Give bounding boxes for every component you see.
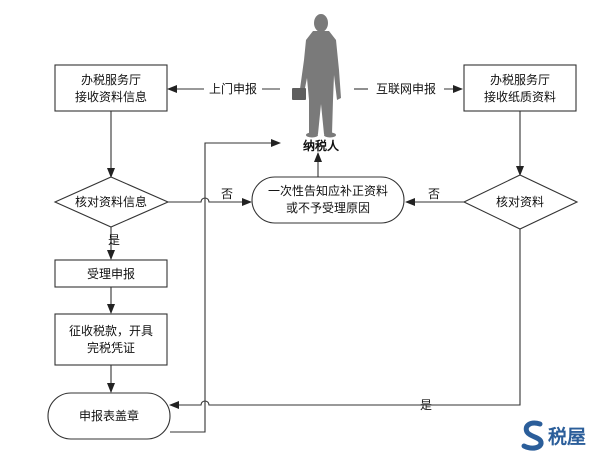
edge-label-online: 互联网申报 [376,81,436,96]
edge-label-onsite: 上门申报 [209,81,257,96]
node-office-receive-info-line1: 办税服务厅 [81,72,141,87]
node-notify-reject-line2: 或不予受理原因 [286,201,370,215]
edge-label-no-right: 否 [428,187,440,201]
brand-name: 税屋 [548,425,586,448]
node-stamp-label: 申报表盖章 [79,408,139,423]
node-notify-reject: 一次性告知应补正资料 或不予受理原因 [251,176,405,224]
node-taxpayer-label: 纳税人 [303,138,340,153]
edge-label-yes-left: 是 [108,233,120,247]
node-office-receive-info: 办税服务厅 接收资料信息 [54,64,168,112]
node-office-receive-paper-line1: 办税服务厅 [490,72,550,87]
node-accept-label: 受理申报 [87,266,135,281]
node-accept: 受理申报 [54,259,168,288]
node-notify-reject-line1: 一次性告知应补正资料 [268,183,388,198]
edge-label-yes-bottom: 是 [420,398,432,412]
node-stamp: 申报表盖章 [47,392,171,440]
edge-verify-info-no [168,197,252,206]
edge-label-no-left: 否 [221,187,233,201]
node-verify-docs-label: 核对资料 [496,195,544,209]
node-office-receive-info-line2: 接收资料信息 [75,89,147,104]
node-verify-docs: 核对资料 [462,174,579,230]
edge-stamp-to-taxpayer [170,139,281,433]
node-collect-tax-line1: 征收税款，开具 [69,324,153,338]
brand-s-icon [521,420,544,451]
edge-verify-docs-yes [169,229,521,409]
node-verify-info: 核对资料信息 [53,176,170,228]
node-collect-tax: 征收税款，开具 完税凭证 [54,313,168,366]
node-office-receive-paper-line2: 接收纸质资料 [484,89,556,104]
node-office-receive-paper: 办税服务厅 接收纸质资料 [463,64,577,112]
node-verify-info-label: 核对资料信息 [75,194,147,209]
taxpayer-person-icon [292,14,341,138]
node-collect-tax-line2: 完税凭证 [87,340,135,355]
brand-logo: 税屋 [521,420,586,451]
